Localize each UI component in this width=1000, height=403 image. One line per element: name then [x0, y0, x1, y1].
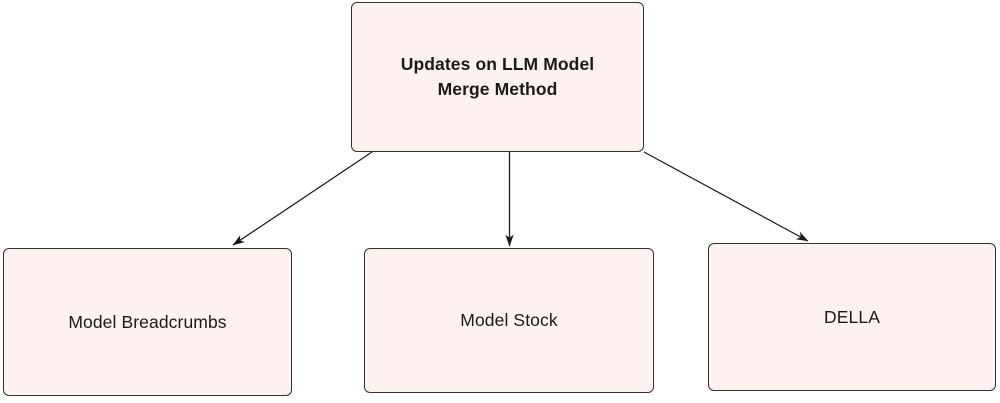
node-model-stock-label: Model Stock [460, 310, 558, 331]
edge-root-to-della [643, 151, 809, 242]
edge-root-to-model-breadcrumbs [232, 151, 373, 246]
node-model-breadcrumbs[interactable]: Model Breadcrumbs [3, 248, 292, 396]
node-model-stock[interactable]: Model Stock [364, 248, 654, 393]
node-root-updates-on-llm-model-merge-method[interactable]: Updates on LLM Model Merge Method [351, 2, 644, 152]
node-root-label: Updates on LLM Model Merge Method [400, 54, 595, 99]
node-della-label: DELLA [824, 306, 880, 327]
node-model-breadcrumbs-label: Model Breadcrumbs [68, 311, 227, 332]
node-della[interactable]: DELLA [708, 243, 996, 391]
